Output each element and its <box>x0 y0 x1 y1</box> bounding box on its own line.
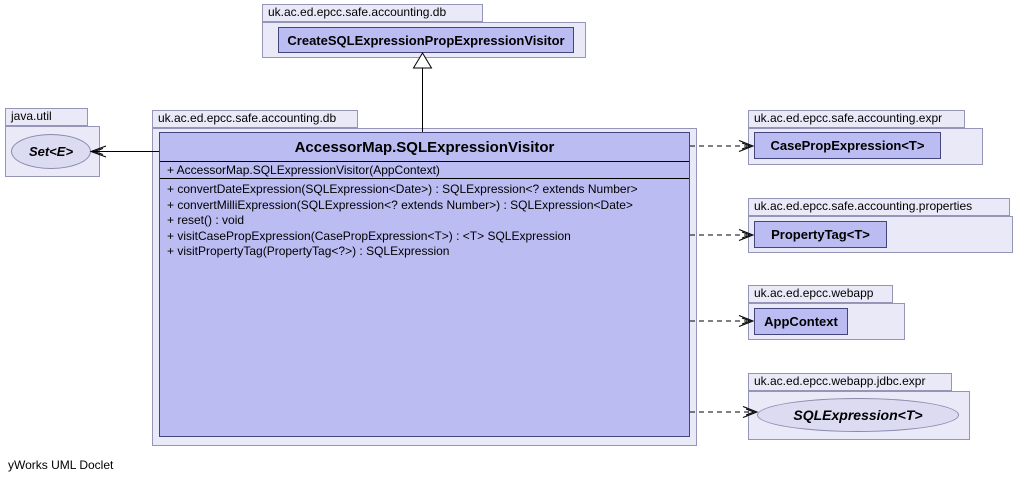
package-tab-main-db[interactable]: uk.ac.ed.epcc.safe.accounting.db <box>152 110 358 128</box>
method-row: + visitPropertyTag(PropertyTag<?>) : SQL… <box>167 244 450 258</box>
constructor-row: + AccessorMap.SQLExpressionVisitor(AppCo… <box>160 162 689 179</box>
package-tab-top-db[interactable]: uk.ac.ed.epcc.safe.accounting.db <box>262 4 483 22</box>
package-tab-webapp[interactable]: uk.ac.ed.epcc.webapp <box>748 285 893 303</box>
class-node-propertytag[interactable]: PropertyTag<T> <box>754 221 887 248</box>
methods-compartment: + convertDateExpression(SQLExpression<Da… <box>160 179 689 260</box>
class-node-appcontext[interactable]: AppContext <box>754 308 848 335</box>
package-tab-jdbc-expr[interactable]: uk.ac.ed.epcc.webapp.jdbc.expr <box>748 373 952 391</box>
dependency-edge-propertytag <box>690 229 755 241</box>
method-row: + reset() : void <box>167 213 245 227</box>
class-title: AccessorMap.SQLExpressionVisitor <box>160 133 689 162</box>
dependency-edge-sqlexpression <box>690 406 759 418</box>
class-node-casepropexpression[interactable]: CasePropExpression<T> <box>754 132 941 159</box>
class-node-accessormap-sqlexpressionvisitor[interactable]: AccessorMap.SQLExpressionVisitor + Acces… <box>159 132 690 437</box>
dependency-edge-appcontext <box>690 315 755 327</box>
package-tab-java-util[interactable]: java.util <box>5 108 88 126</box>
method-row: + convertDateExpression(SQLExpression<Da… <box>167 182 638 196</box>
package-tab-expr[interactable]: uk.ac.ed.epcc.safe.accounting.expr <box>748 110 965 128</box>
generalization-edge <box>412 52 433 132</box>
method-row: + convertMilliExpression(SQLExpression<?… <box>167 197 633 212</box>
interface-node-sqlexpression[interactable]: SQLExpression<T> <box>757 398 959 432</box>
dependency-edge-casepropexpression <box>690 140 755 152</box>
class-node-create-sql-expression-prop-expression-visitor[interactable]: CreateSQLExpressionPropExpressionVisitor <box>278 27 574 53</box>
package-tab-properties[interactable]: uk.ac.ed.epcc.safe.accounting.properties <box>748 198 1010 216</box>
method-row: + visitCasePropExpression(CasePropExpres… <box>167 228 571 243</box>
interface-node-set[interactable]: Set<E> <box>11 134 91 169</box>
yworks-doclet-credit: yWorks UML Doclet <box>8 458 114 472</box>
association-edge-set <box>89 145 159 158</box>
